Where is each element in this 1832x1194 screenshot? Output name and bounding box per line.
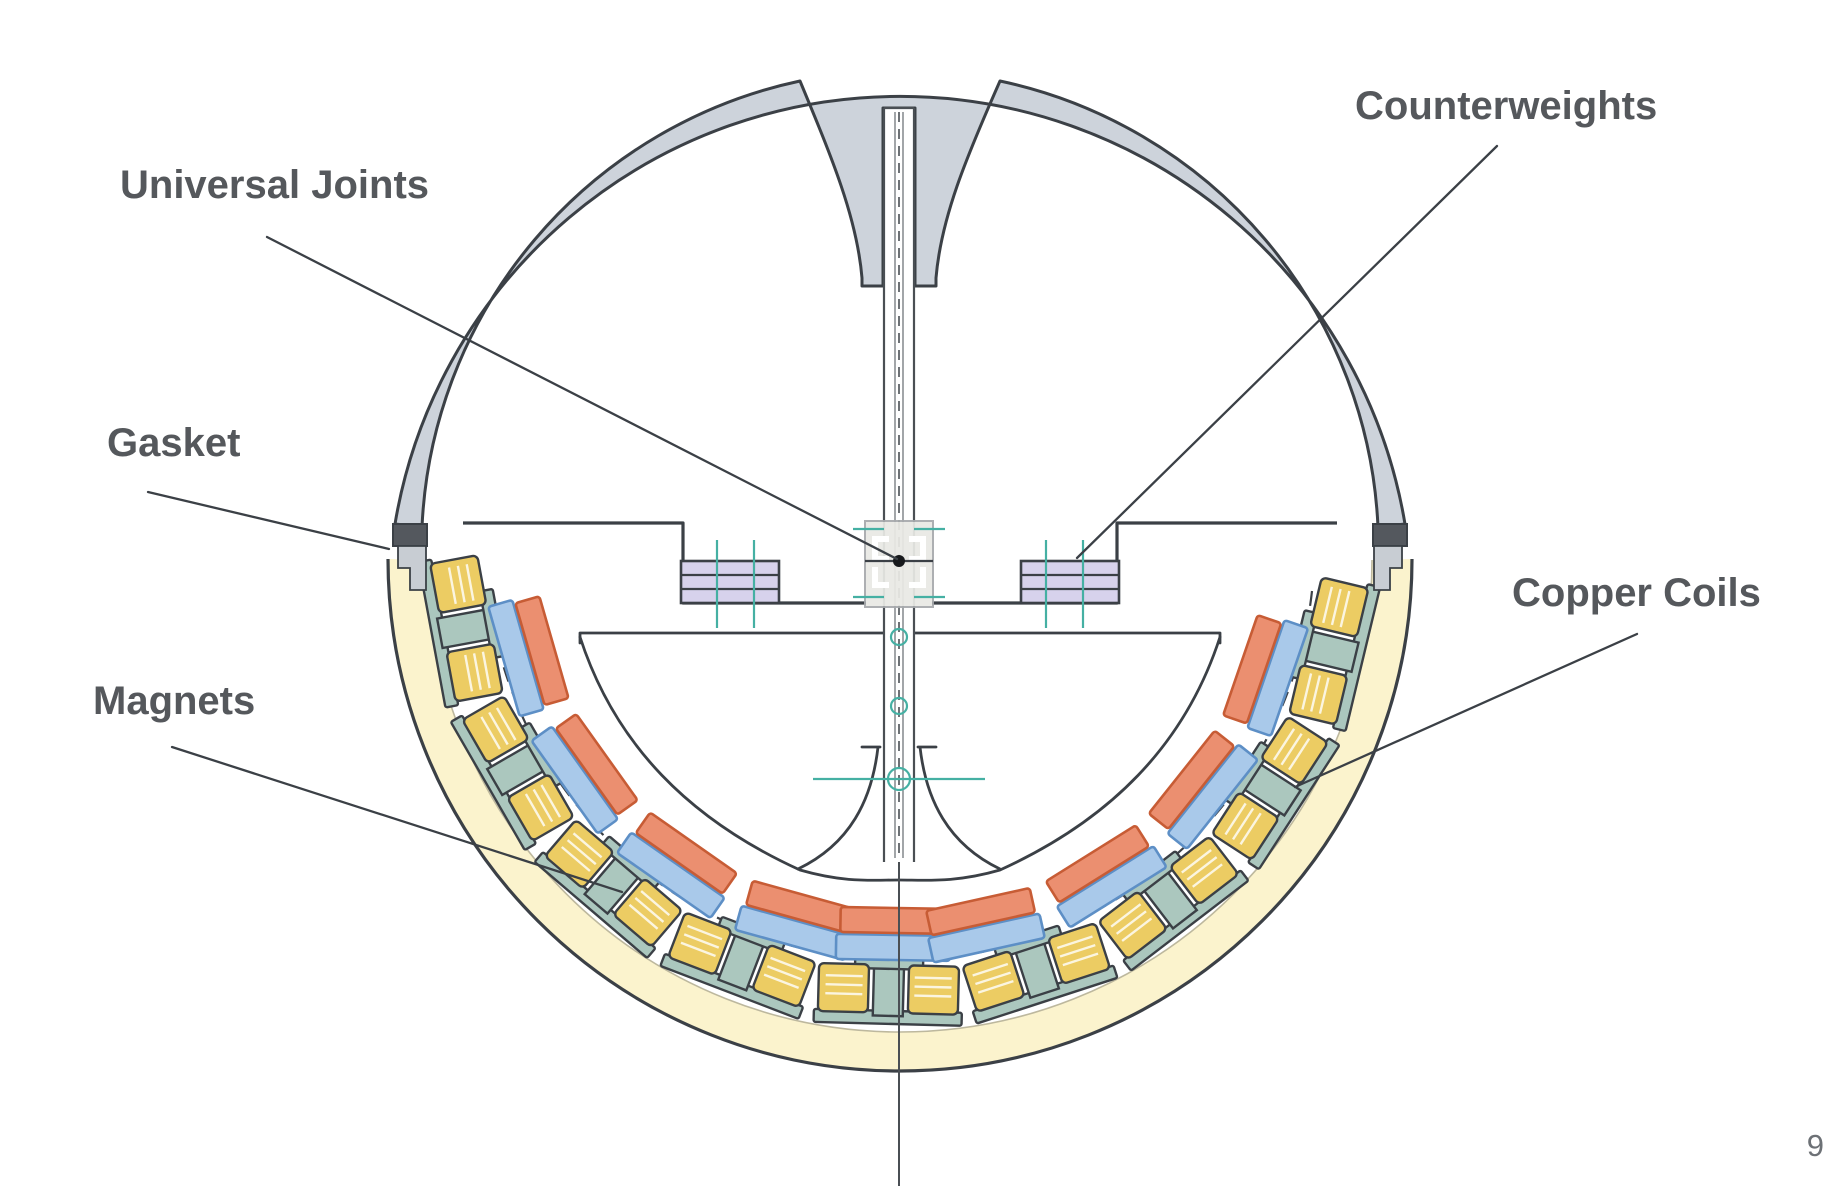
magnet-orange bbox=[1148, 730, 1235, 830]
copper-coil-block bbox=[1047, 923, 1111, 984]
copper-coil-assembly bbox=[1099, 837, 1249, 972]
magnet-blue bbox=[1167, 744, 1259, 850]
shaft-datum-circle bbox=[889, 627, 909, 647]
magnet-pair bbox=[616, 812, 738, 919]
copper-coil-assembly bbox=[812, 953, 964, 1027]
counterweight-block bbox=[1019, 559, 1121, 605]
copper-coil-assembly bbox=[1212, 717, 1340, 870]
copper-coil-block bbox=[1099, 891, 1167, 959]
page-number: 9 bbox=[1807, 1128, 1824, 1163]
copper-coil-block bbox=[1261, 717, 1328, 784]
copper-coil-block bbox=[816, 961, 871, 1014]
magnet-blue bbox=[1246, 619, 1309, 737]
coil-winding-hatch bbox=[680, 924, 806, 990]
copper-coil-block bbox=[462, 696, 529, 763]
units-layer bbox=[417, 554, 1381, 1027]
leader-magnets bbox=[170, 745, 624, 894]
copper-coil-block bbox=[906, 964, 961, 1016]
label-counterweights: Counterweights bbox=[1355, 84, 1657, 128]
dome-shell bbox=[393, 79, 1407, 529]
coil-bracket-stem bbox=[1303, 630, 1361, 674]
shaft-inner-rod bbox=[894, 112, 904, 858]
magnet-pair bbox=[925, 887, 1046, 964]
copper-coil-assembly bbox=[1288, 577, 1381, 732]
universal-joint bbox=[853, 520, 945, 608]
coil-winding-hatch bbox=[825, 974, 952, 998]
shaft-datum-circle bbox=[889, 696, 909, 716]
magnet-blue bbox=[927, 912, 1046, 964]
coil-winding-hatch bbox=[972, 935, 1099, 994]
label-universal-joints: Universal Joints bbox=[120, 163, 429, 207]
coil-winding-hatch bbox=[1224, 728, 1311, 845]
gasket-right bbox=[1372, 523, 1408, 547]
counterweight-stack-left bbox=[679, 540, 781, 628]
coil-winding-hatch bbox=[480, 707, 562, 827]
copper-coil-block bbox=[1309, 577, 1369, 638]
magnet-orange bbox=[1222, 614, 1282, 724]
magnet-pair bbox=[1045, 825, 1167, 928]
counterweight-datum-lines bbox=[715, 540, 756, 628]
gasket-step-right bbox=[1373, 545, 1403, 591]
copper-coil-block bbox=[1288, 664, 1348, 725]
magnet-blue bbox=[1056, 845, 1167, 928]
counterweight-layer-lines bbox=[1021, 573, 1119, 591]
magnet-orange bbox=[555, 713, 638, 815]
magnet-pair bbox=[1148, 730, 1259, 850]
magnet-orange bbox=[635, 812, 738, 894]
copper-coil-block bbox=[668, 912, 732, 975]
joint-datum-ticks bbox=[853, 527, 945, 599]
coil-winding-hatch bbox=[1110, 849, 1223, 942]
copper-coil-block bbox=[614, 878, 682, 947]
magnet-orange bbox=[925, 887, 1036, 937]
counterweight-layer-lines bbox=[681, 573, 779, 591]
shaft-tube-walls bbox=[882, 106, 916, 862]
bowl-petal-left bbox=[796, 745, 882, 871]
magnet-pair bbox=[1222, 614, 1309, 737]
counterweight-stack-right bbox=[1019, 540, 1121, 628]
copper-coil-assembly bbox=[417, 554, 506, 709]
copper-coil-block bbox=[752, 944, 816, 1007]
counterweight-datum-lines bbox=[1044, 540, 1085, 628]
copper-coil-block bbox=[429, 554, 487, 614]
gasket-left bbox=[392, 523, 428, 547]
magnet-pair bbox=[531, 713, 638, 834]
central-shaft bbox=[813, 106, 985, 1186]
leader-copper-coils bbox=[1293, 632, 1639, 789]
counterweight-block bbox=[679, 559, 781, 605]
coil-winding-hatch bbox=[1301, 586, 1351, 714]
magnet-orange bbox=[1045, 825, 1150, 903]
leader-counterweights bbox=[1075, 144, 1499, 560]
magnet-blue bbox=[487, 599, 545, 717]
copper-coil-assembly bbox=[450, 696, 574, 851]
coil-bracket-stem bbox=[435, 608, 492, 650]
coil-winding-hatch bbox=[447, 564, 491, 692]
magnet-orange bbox=[514, 595, 570, 706]
copper-coil-block bbox=[962, 950, 1025, 1012]
magnet-blue bbox=[531, 726, 619, 834]
copper-coil-assembly bbox=[659, 912, 816, 1020]
coil-winding-hatch bbox=[561, 832, 671, 930]
copper-coil-block bbox=[446, 643, 504, 702]
label-copper-coils: Copper Coils bbox=[1512, 571, 1761, 615]
label-gasket: Gasket bbox=[107, 421, 240, 465]
leader-gasket bbox=[146, 490, 391, 551]
gasket-step-left bbox=[397, 545, 427, 591]
magnet-pair bbox=[487, 595, 570, 717]
magnet-blue bbox=[616, 832, 725, 919]
leader-universal-joints bbox=[265, 235, 899, 561]
copper-coil-assembly bbox=[962, 923, 1119, 1025]
copper-coil-block bbox=[507, 774, 574, 841]
copper-coil-block bbox=[1170, 837, 1238, 904]
label-magnets: Magnets bbox=[93, 679, 255, 723]
bowl-petal-right bbox=[916, 745, 1002, 871]
copper-coil-block bbox=[1212, 792, 1279, 860]
